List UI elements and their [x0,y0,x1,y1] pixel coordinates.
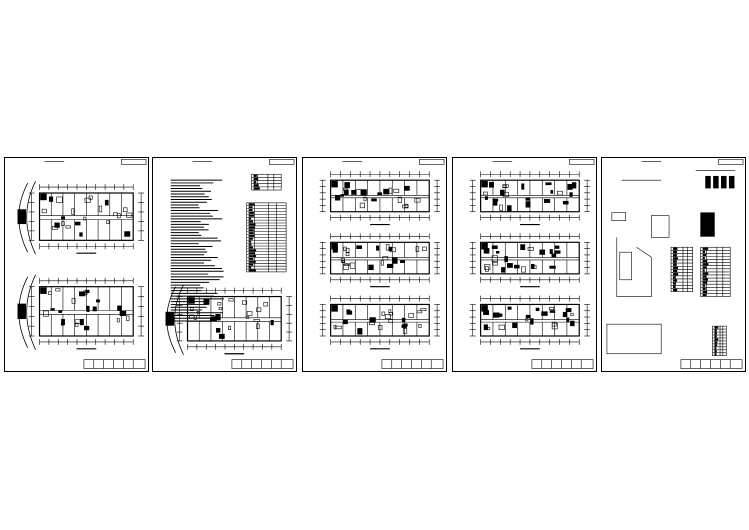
floor-plan [469,171,591,226]
floor-plan [17,274,145,350]
drawing-sheet-5 [601,157,746,372]
floor-plan [165,284,293,355]
sheet-drawing [17,159,147,369]
title-block [342,159,445,369]
floor-plan [17,180,145,255]
title-block [192,159,295,369]
floor-plan [469,233,591,288]
title-block [44,159,147,369]
drawing-sheet-1 [4,157,149,372]
title-block [641,159,744,369]
drawing-sheet-2 [152,157,297,372]
sheet-drawing [165,159,295,369]
sheet-drawing [606,159,744,369]
schedule-table [712,325,727,357]
notes-text [170,179,225,322]
title-block [492,159,595,369]
floor-plan [319,233,441,288]
schedule-table [246,202,287,273]
system-diagram [606,170,736,355]
sheet-drawing [319,159,445,369]
sheet-drawing [469,159,595,369]
floor-plan [319,171,441,226]
schedule-table [251,173,282,191]
schedule-table [670,246,694,292]
floor-plan [469,295,591,350]
floor-plan [319,295,441,350]
drawing-sheet-4 [452,157,597,372]
drawing-sheet-3 [302,157,447,372]
schedule-table [700,246,731,297]
